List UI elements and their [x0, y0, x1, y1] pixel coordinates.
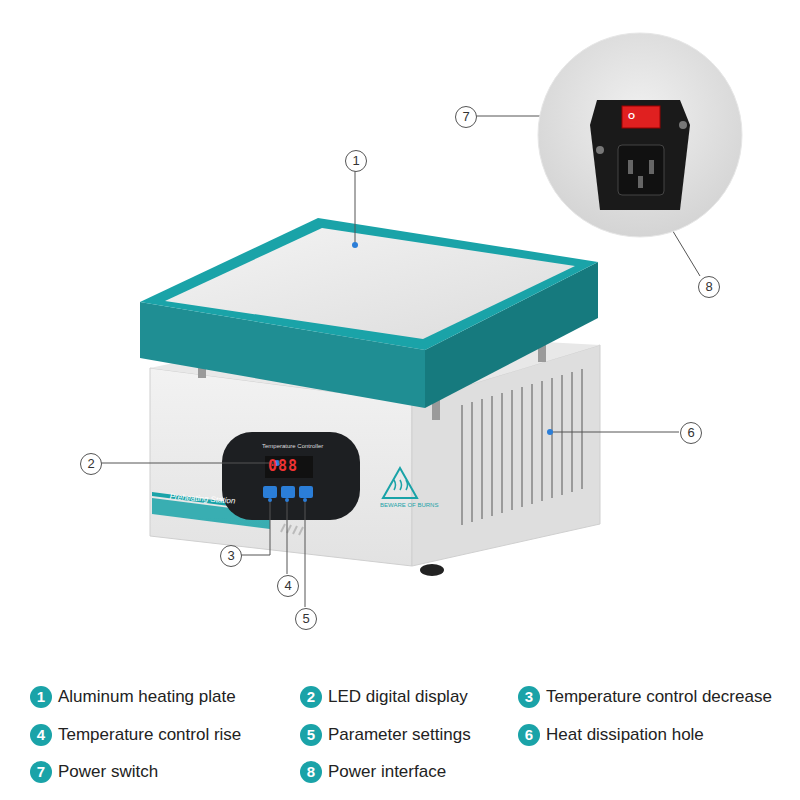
key-text: Power interface	[328, 761, 446, 783]
callout-number: 6	[680, 422, 702, 444]
key-text: Aluminum heating plate	[58, 686, 236, 708]
callout-number: 1	[345, 150, 367, 172]
key-text: Power switch	[58, 761, 158, 783]
key-text: Temperature control decrease	[546, 686, 772, 708]
callout-number: 8	[698, 276, 720, 298]
key-number: 5	[300, 724, 322, 746]
key-number: 2	[300, 686, 322, 708]
key-text: Heat dissipation hole	[546, 724, 704, 746]
warning-text: BEWARE OF BURNS	[380, 502, 438, 508]
key-text: Temperature control rise	[58, 724, 241, 746]
key-text: Parameter settings	[328, 724, 471, 746]
callout-number: 2	[80, 453, 102, 475]
key-number: 3	[518, 686, 540, 708]
panel-title: Temperature Controller	[262, 443, 323, 449]
callout-number: 4	[277, 575, 299, 597]
key-number: 6	[518, 724, 540, 746]
callout-number: 5	[295, 608, 317, 630]
callout-number: 7	[455, 106, 477, 128]
key-number: 7	[30, 761, 52, 783]
key-text: LED digital display	[328, 686, 468, 708]
callout-number: 3	[220, 545, 242, 567]
key-number: 8	[300, 761, 322, 783]
key-number: 1	[30, 686, 52, 708]
switch-mark: O	[628, 111, 635, 121]
display-digits: 088	[268, 457, 298, 475]
key-number: 4	[30, 724, 52, 746]
